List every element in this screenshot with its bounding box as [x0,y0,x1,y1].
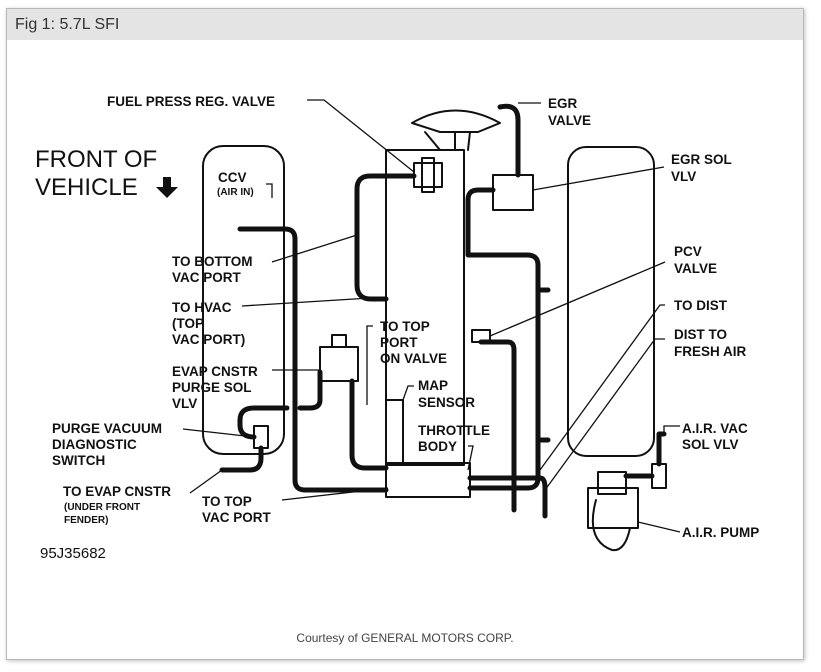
egr-sol-vlv-label: EGR SOL [671,152,732,167]
front-arrow-icon [156,177,178,198]
leader-lines [182,99,681,533]
dist-to-fresh-air-label: FRESH AIR [674,344,747,359]
front-of-vehicle-label: FRONT OF [35,146,157,173]
dist-to-fresh-air-label: DIST TO [674,327,727,342]
to-hvac-label: (TOP [172,316,204,331]
pcv-valve-label: VALVE [674,261,717,276]
purge-vacuum-diag-switch-label: PURGE VACUUM [52,421,162,436]
to-top-vac-port-label: TO TOP [202,494,252,509]
throttle-body-label: BODY [418,439,457,454]
air-pump-label: A.I.R. PUMP [682,525,759,540]
egr-valve-shape [411,109,501,133]
map-sensor-label: SENSOR [418,395,475,410]
throttle-body [385,462,471,498]
ccv-label: CCV [218,170,247,185]
pcv-valve-label: PCV [674,244,702,259]
to-top-port-on-valve-label: ON VALVE [380,351,447,366]
to-top-port-on-valve-label: PORT [380,335,418,350]
to-dist-label: TO DIST [674,298,728,313]
air-vac-sol-vlv-label: SOL VLV [682,437,739,452]
ccv-label: (AIR IN) [217,187,254,198]
evap-cnstr-purge-sol-vlv-label: EVAP CNSTR [172,364,258,379]
map-sensor-shape [385,399,404,464]
figure-credit: Courtesy of GENERAL MOTORS CORP. [296,631,514,645]
egr-sol-shape [492,174,534,211]
fuel-press-reg-shape [413,162,443,188]
evap-purge-sol-shape [319,346,359,382]
egr-sol-vlv-label: VLV [671,169,696,184]
vacuum-hoses [219,103,667,519]
left-air-cleaner [202,145,285,455]
fuel-press-reg-valve-label: FUEL PRESS REG. VALVE [107,94,275,109]
evap-cnstr-purge-sol-vlv-label: PURGE SOL [172,380,252,395]
figure-header: Fig 1: 5.7L SFI [7,9,803,40]
air-pump-shape [587,487,639,529]
to-evap-cnstr-label: (UNDER FRONT [64,502,140,513]
intake-plenum [385,149,465,466]
to-bottom-vac-port-label: VAC PORT [172,270,242,285]
figure-frame: Fig 1: 5.7L SFI Courtesy of GENERAL MOTO… [6,8,804,660]
egr-valve-label: EGR [548,96,578,111]
diagram-id: 95J35682 [40,545,106,562]
to-top-vac-port-label: VAC PORT [202,510,272,525]
front-of-vehicle-label: VEHICLE [35,174,138,201]
diagram-labels: FRONT OF VEHICLE FUEL PRESS REG. VALVE E… [35,94,759,562]
to-top-port-on-valve-label: TO TOP [380,319,430,334]
to-hvac-label: VAC PORT) [172,332,245,347]
air-vac-sol-vlv-label: A.I.R. VAC [682,421,748,436]
map-sensor-label: MAP [418,378,448,393]
throttle-body-label: THROTTLE [418,423,490,438]
figure-title: Fig 1: 5.7L SFI [15,16,120,33]
right-air-cleaner [567,146,655,457]
to-evap-cnstr-label: TO EVAP CNSTR [63,484,171,499]
purge-vacuum-diag-switch-label: SWITCH [52,453,105,468]
egr-valve-label: VALVE [548,113,591,128]
to-bottom-vac-port-label: TO BOTTOM [172,254,253,269]
to-hvac-label: TO HVAC [172,300,232,315]
to-evap-cnstr-label: FENDER) [64,515,108,526]
evap-cnstr-purge-sol-vlv-label: VLV [172,396,197,411]
purge-vacuum-diag-switch-label: DIAGNOSTIC [52,437,137,452]
